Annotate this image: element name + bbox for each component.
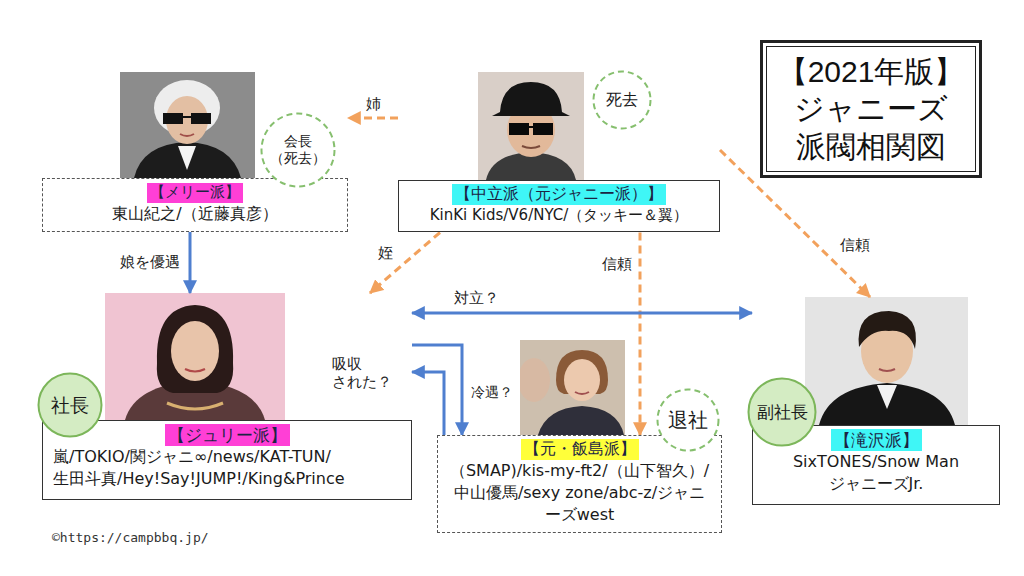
member-list: （SMAP)/kis-my-ft2/（山下智久）/中山優馬/sexy zone/…	[448, 460, 711, 526]
heading-row: 【中立派（元ジャニー派）】	[407, 184, 711, 205]
connector	[639, 233, 642, 436]
faction-heading: 【元・飯島派】	[521, 439, 639, 460]
status-text: 社長	[44, 394, 97, 417]
member-list: SixTONES/Snow Man ジャニーズJr.	[763, 451, 989, 495]
photo-hair	[157, 305, 233, 393]
photo-ground	[805, 297, 968, 425]
edge-label: 吸収 された？	[330, 355, 406, 391]
photo-collar	[877, 385, 897, 409]
portrait-photo	[805, 297, 968, 425]
copyright-note: ©https://campbbq.jp/	[52, 530, 209, 545]
photo-face	[564, 359, 600, 401]
edge-label: 姉	[364, 95, 383, 113]
status-text: 会長 （死去）	[268, 133, 329, 167]
portrait-photo	[120, 72, 255, 178]
connector	[412, 345, 462, 435]
photo-necklace	[167, 403, 223, 409]
circle-shape	[39, 374, 102, 437]
photo-blurred-face	[520, 358, 550, 402]
circle-text-holder: 会長 （死去）	[268, 133, 329, 167]
photo-ground	[478, 72, 584, 180]
faction-group: 【中立派（元ジャニー派）】KinKi Kids/V6/NYC/（タッキー＆翼）	[398, 72, 720, 232]
edge-label: 信頼	[838, 236, 872, 254]
faction-heading: 【ジュリー派】	[165, 424, 290, 446]
photo-mouth	[185, 369, 205, 372]
status-text: 退社	[662, 408, 713, 432]
circle-text-holder: 退社	[662, 408, 713, 432]
circle-shape	[749, 379, 816, 446]
title-inner-frame: 【2021年版】 ジャニーズ 派閥相関図	[766, 46, 976, 172]
photo-glasses	[510, 124, 552, 134]
connector	[412, 372, 444, 435]
title-frame: 【2021年版】 ジャニーズ 派閥相関図	[760, 40, 982, 178]
connector	[370, 233, 440, 294]
photo-mouth	[522, 146, 540, 148]
edge-label: 対立？	[452, 289, 501, 307]
faction-group: 【元・飯島派】（SMAP)/kis-my-ft2/（山下智久）/中山優馬/sex…	[437, 435, 722, 533]
photo-hair	[859, 311, 916, 349]
connector	[189, 232, 192, 293]
member-list: 東山紀之/（近藤真彦）	[53, 203, 337, 225]
photo-cap	[492, 82, 570, 116]
photo-body	[538, 406, 624, 435]
edge-label: 娘を優遇	[118, 253, 182, 271]
status-circle: 副社長	[747, 377, 817, 447]
faction-box: 【中立派（元ジャニー派）】KinKi Kids/V6/NYC/（タッキー＆翼）	[398, 180, 720, 232]
faction-box: 【ジュリー派】嵐/TOKIO/関ジャニ∞/news/KAT-TUN/ 生田斗真/…	[42, 420, 412, 500]
photo-body	[134, 142, 241, 178]
circle-shape	[262, 114, 335, 187]
faction-heading: 【中立派（元ジャニー派）】	[452, 184, 666, 205]
edge-label: 信頼	[600, 255, 634, 273]
status-circle: 退社	[656, 388, 720, 452]
status-circle: 社長	[37, 372, 103, 438]
photo-face	[171, 321, 219, 381]
faction-heading: 【メリー派】	[147, 183, 243, 203]
faction-heading: 【滝沢派】	[831, 429, 922, 451]
heading-row: 【ジュリー派】	[53, 424, 401, 446]
photo-mouth	[879, 369, 895, 371]
member-list: 嵐/TOKIO/関ジャニ∞/news/KAT-TUN/ 生田斗真/Hey!Say…	[53, 446, 401, 490]
status-text: 死去	[598, 90, 646, 109]
diagram-title: 【2021年版】 ジャニーズ 派閥相関図	[769, 53, 973, 166]
connector	[412, 312, 752, 315]
photo-mouth	[180, 134, 194, 136]
portrait-photo	[105, 293, 285, 420]
photo-ground	[105, 293, 285, 420]
photo-ground	[120, 72, 255, 178]
edge-label: 冷遇？	[469, 384, 515, 401]
status-text: 副社長	[754, 402, 810, 422]
circle-text-holder: 副社長	[754, 402, 810, 422]
portrait-photo	[478, 72, 584, 180]
photo-mouth	[575, 392, 589, 394]
portrait-photo	[520, 340, 625, 435]
member-list: KinKi Kids/V6/NYC/（タッキー＆翼）	[407, 205, 711, 226]
circle-text-holder: 社長	[44, 394, 97, 417]
photo-glasses	[164, 114, 210, 123]
faction-box: 【元・飯島派】（SMAP)/kis-my-ft2/（山下智久）/中山優馬/sex…	[437, 435, 722, 533]
status-circle: 会長 （死去）	[260, 112, 336, 188]
edge-label: 姪	[376, 244, 395, 262]
photo-collar	[178, 146, 196, 170]
circle-text-holder: 死去	[598, 90, 646, 109]
circle-shape	[658, 390, 719, 451]
connector	[348, 117, 398, 120]
status-circle: 死去	[592, 70, 652, 130]
circle-shape	[594, 72, 651, 129]
photo-body	[819, 383, 955, 425]
